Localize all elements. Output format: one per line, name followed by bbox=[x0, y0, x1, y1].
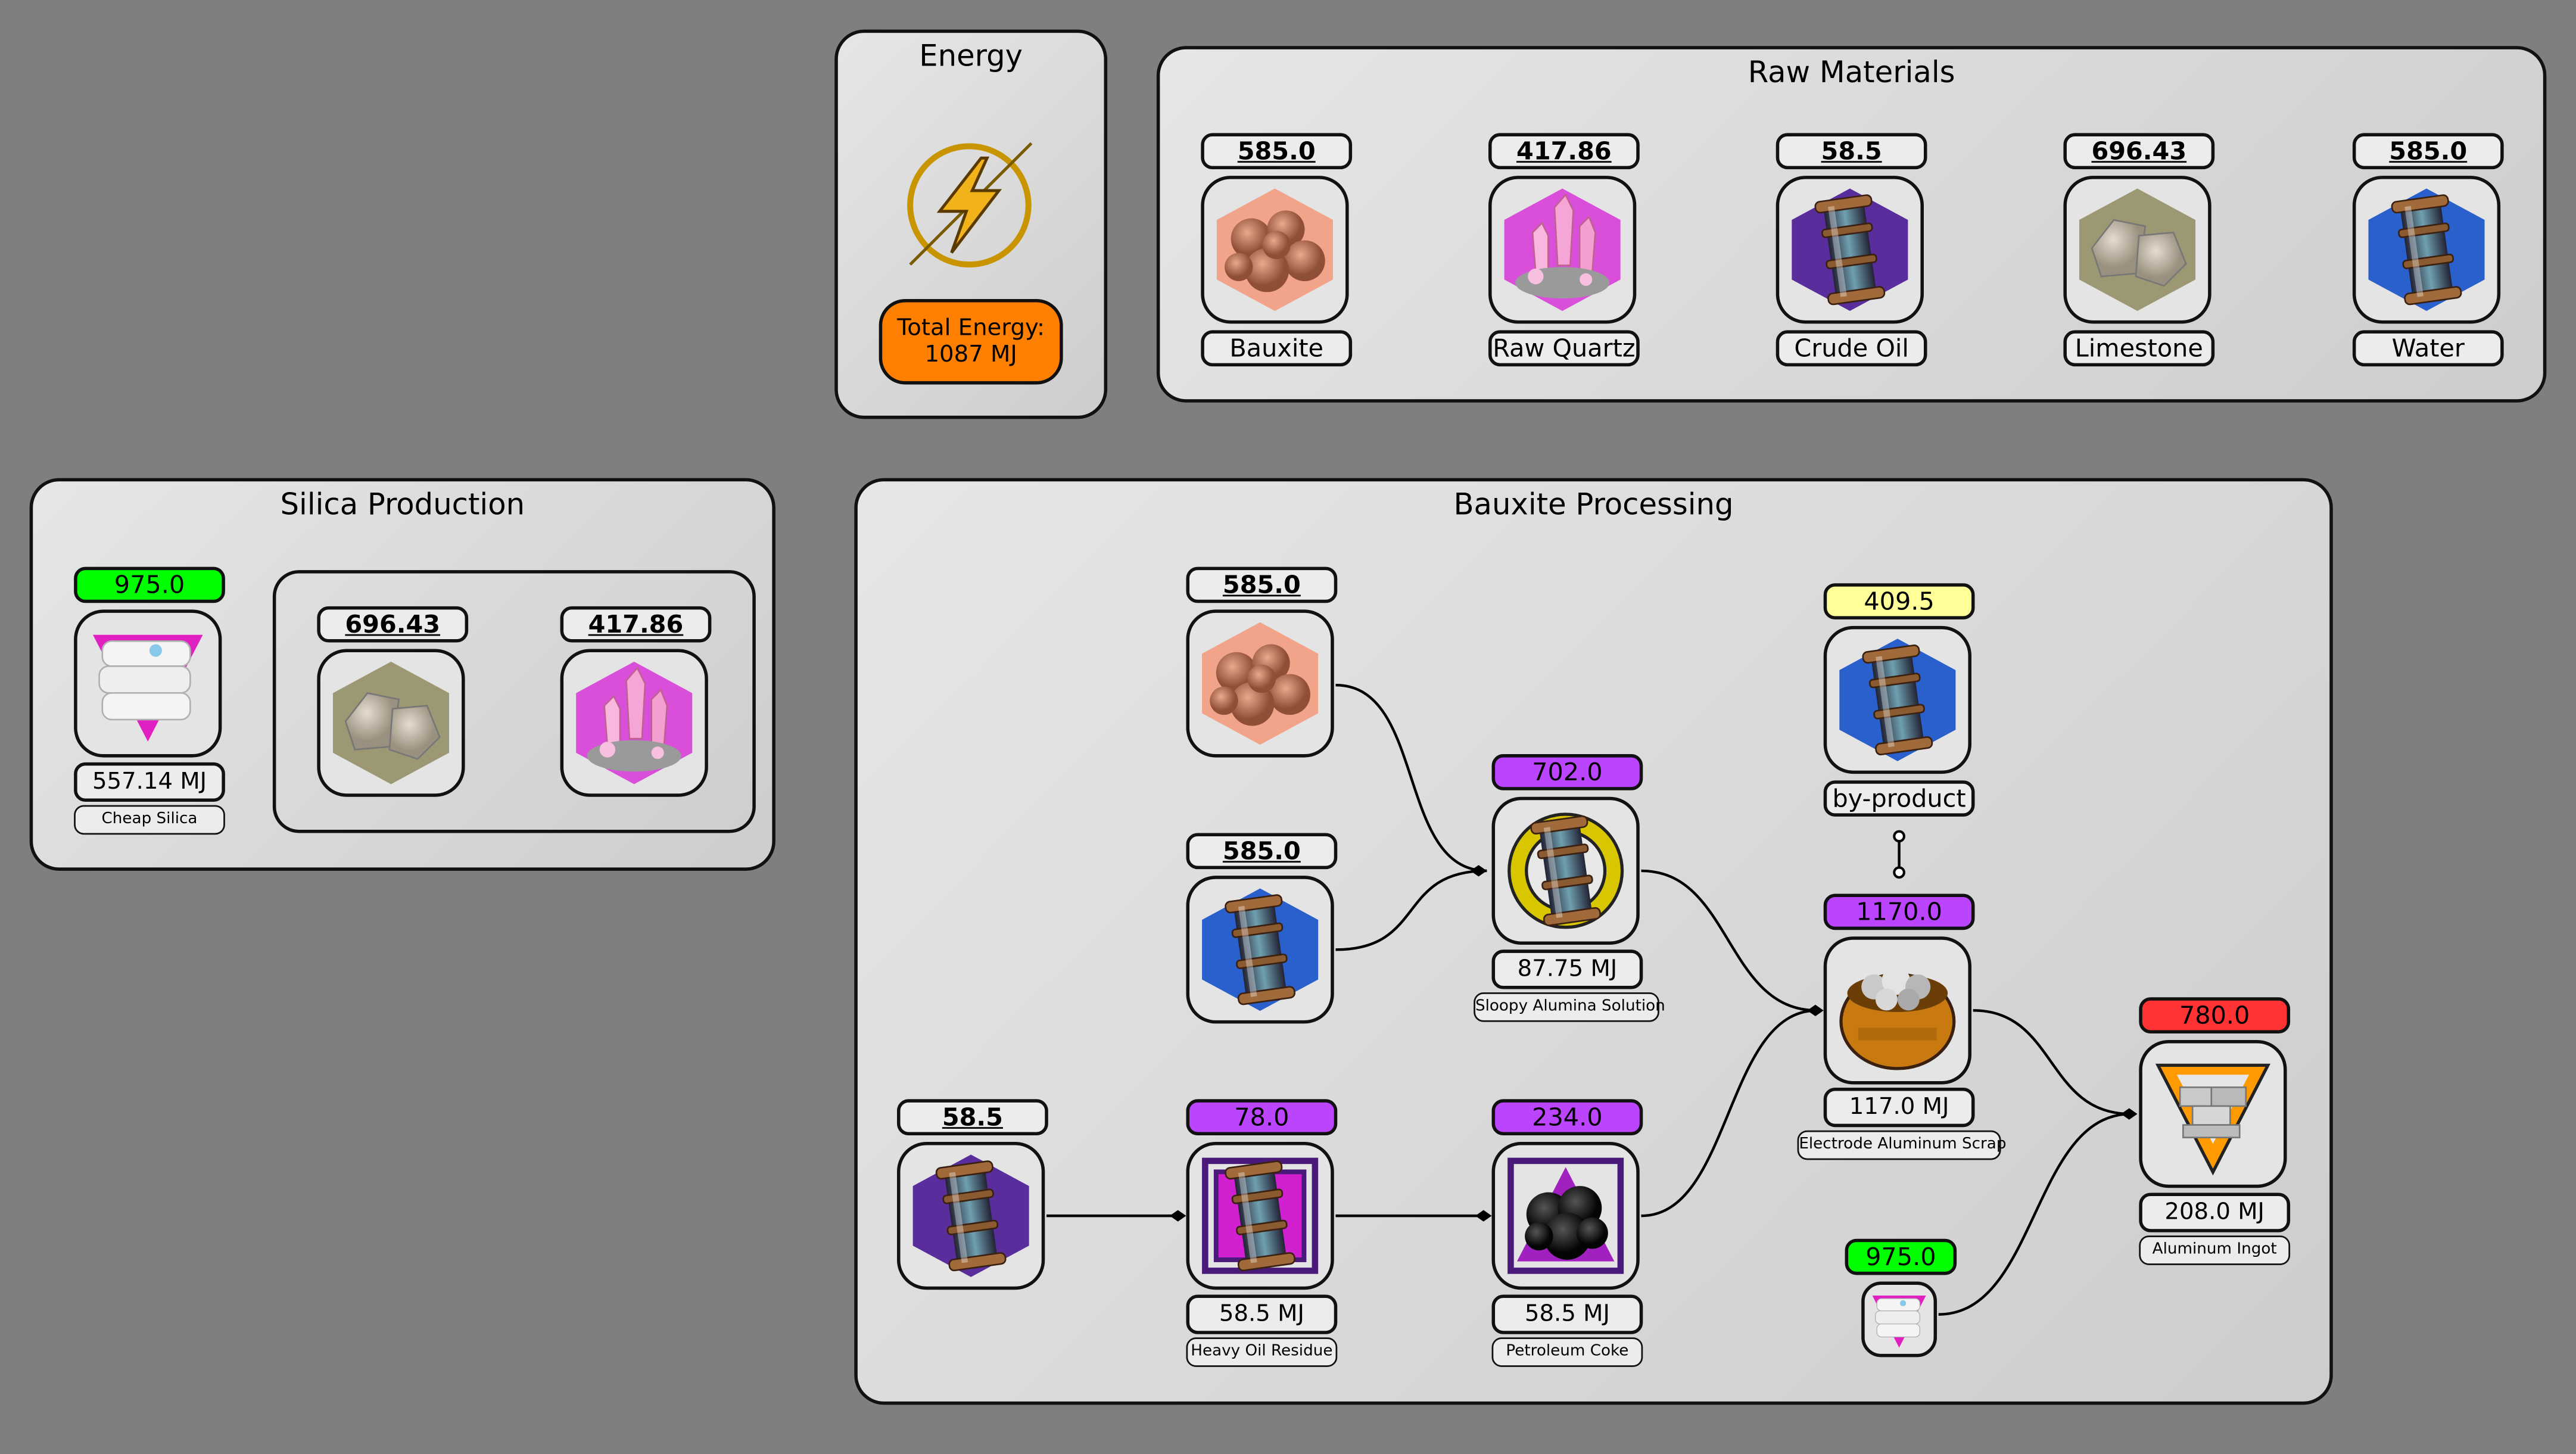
input-bauxite-amount: 585.0 bbox=[1186, 566, 1338, 603]
heavy-oil-residue-icon[interactable] bbox=[1186, 1142, 1334, 1290]
raw-water-label: Water bbox=[2352, 330, 2504, 367]
limestone-icon[interactable] bbox=[317, 649, 465, 797]
silica-output-rate: 975.0 bbox=[74, 566, 225, 603]
raw-water-amount: 585.0 bbox=[2352, 133, 2504, 170]
byproduct-label: by-product bbox=[1823, 780, 1975, 817]
raw-quartz-amount: 417.86 bbox=[1488, 133, 1640, 170]
sloppy-alumina-icon[interactable] bbox=[1491, 796, 1640, 945]
silica-input-rate: 975.0 bbox=[1845, 1238, 1957, 1275]
silica-quartz-amount: 417.86 bbox=[560, 606, 712, 643]
raw-bauxite-amount: 585.0 bbox=[1201, 133, 1353, 170]
raw-quartz-icon[interactable] bbox=[1488, 176, 1637, 324]
silica-energy: 557.14 MJ bbox=[74, 762, 225, 802]
energy-panel-title: Energy bbox=[919, 39, 1023, 74]
bauxite-icon[interactable] bbox=[1201, 176, 1349, 324]
heavy-oil-label: Heavy Oil Residue bbox=[1186, 1337, 1338, 1367]
water-icon[interactable] bbox=[1823, 625, 1971, 774]
aluminum-scrap-icon[interactable] bbox=[1823, 936, 1971, 1085]
silica-output-label: Cheap Silica bbox=[74, 805, 225, 835]
cheap-silica-icon[interactable] bbox=[74, 609, 222, 758]
bauxite-processing-title: Bauxite Processing bbox=[1453, 488, 1734, 523]
total-energy-value: 1087 MJ bbox=[924, 341, 1017, 368]
bauxite-icon[interactable] bbox=[1186, 609, 1334, 758]
crude-oil-icon[interactable] bbox=[897, 1142, 1045, 1290]
total-energy-badge: Total Energy: 1087 MJ bbox=[879, 299, 1063, 385]
coke-rate: 234.0 bbox=[1491, 1099, 1643, 1135]
ingot-energy: 208.0 MJ bbox=[2139, 1193, 2291, 1232]
aluminum-ingot-icon[interactable] bbox=[2139, 1040, 2287, 1188]
total-energy-label: Total Energy: bbox=[897, 315, 1045, 342]
scrap-energy: 117.0 MJ bbox=[1823, 1087, 1975, 1128]
silica-limestone-amount: 696.43 bbox=[317, 606, 469, 643]
raw-limestone-label: Limestone bbox=[2063, 330, 2215, 367]
raw-quartz-label: Raw Quartz bbox=[1488, 330, 1640, 367]
cheap-silica-icon[interactable] bbox=[1861, 1281, 1938, 1358]
ingot-rate: 780.0 bbox=[2139, 997, 2291, 1033]
byproduct-rate: 409.5 bbox=[1823, 583, 1975, 619]
raw-materials-title: Raw Materials bbox=[1748, 55, 1955, 91]
coke-label: Petroleum Coke bbox=[1491, 1337, 1643, 1367]
raw-crude-oil-label: Crude Oil bbox=[1776, 330, 1927, 367]
sloppy-alumina-rate: 702.0 bbox=[1491, 754, 1643, 790]
raw-crude-oil-amount: 58.5 bbox=[1776, 133, 1927, 170]
scrap-label: Electrode Aluminum Scrap bbox=[1797, 1130, 2006, 1160]
scrap-rate: 1170.0 bbox=[1823, 893, 1975, 930]
input-crude-oil-amount: 58.5 bbox=[897, 1099, 1048, 1135]
heavy-oil-energy: 58.5 MJ bbox=[1186, 1294, 1338, 1334]
raw-quartz-icon[interactable] bbox=[560, 649, 708, 797]
raw-bauxite-label: Bauxite bbox=[1201, 330, 1353, 367]
crude-oil-icon[interactable] bbox=[1776, 176, 1924, 324]
water-icon[interactable] bbox=[1186, 876, 1334, 1024]
petroleum-coke-icon[interactable] bbox=[1491, 1142, 1640, 1290]
water-icon[interactable] bbox=[2352, 176, 2501, 324]
input-water-amount: 585.0 bbox=[1186, 833, 1338, 870]
ingot-label: Aluminum Ingot bbox=[2139, 1235, 2291, 1265]
sloppy-alumina-label: Sloopy Alumina Solution bbox=[1474, 992, 1665, 1022]
sloppy-alumina-energy: 87.75 MJ bbox=[1491, 949, 1643, 989]
coke-energy: 58.5 MJ bbox=[1491, 1294, 1643, 1334]
silica-inputs-group bbox=[272, 570, 756, 833]
heavy-oil-rate: 78.0 bbox=[1186, 1099, 1338, 1135]
silica-production-title: Silica Production bbox=[280, 488, 525, 523]
raw-limestone-amount: 696.43 bbox=[2063, 133, 2215, 170]
limestone-icon[interactable] bbox=[2063, 176, 2211, 324]
